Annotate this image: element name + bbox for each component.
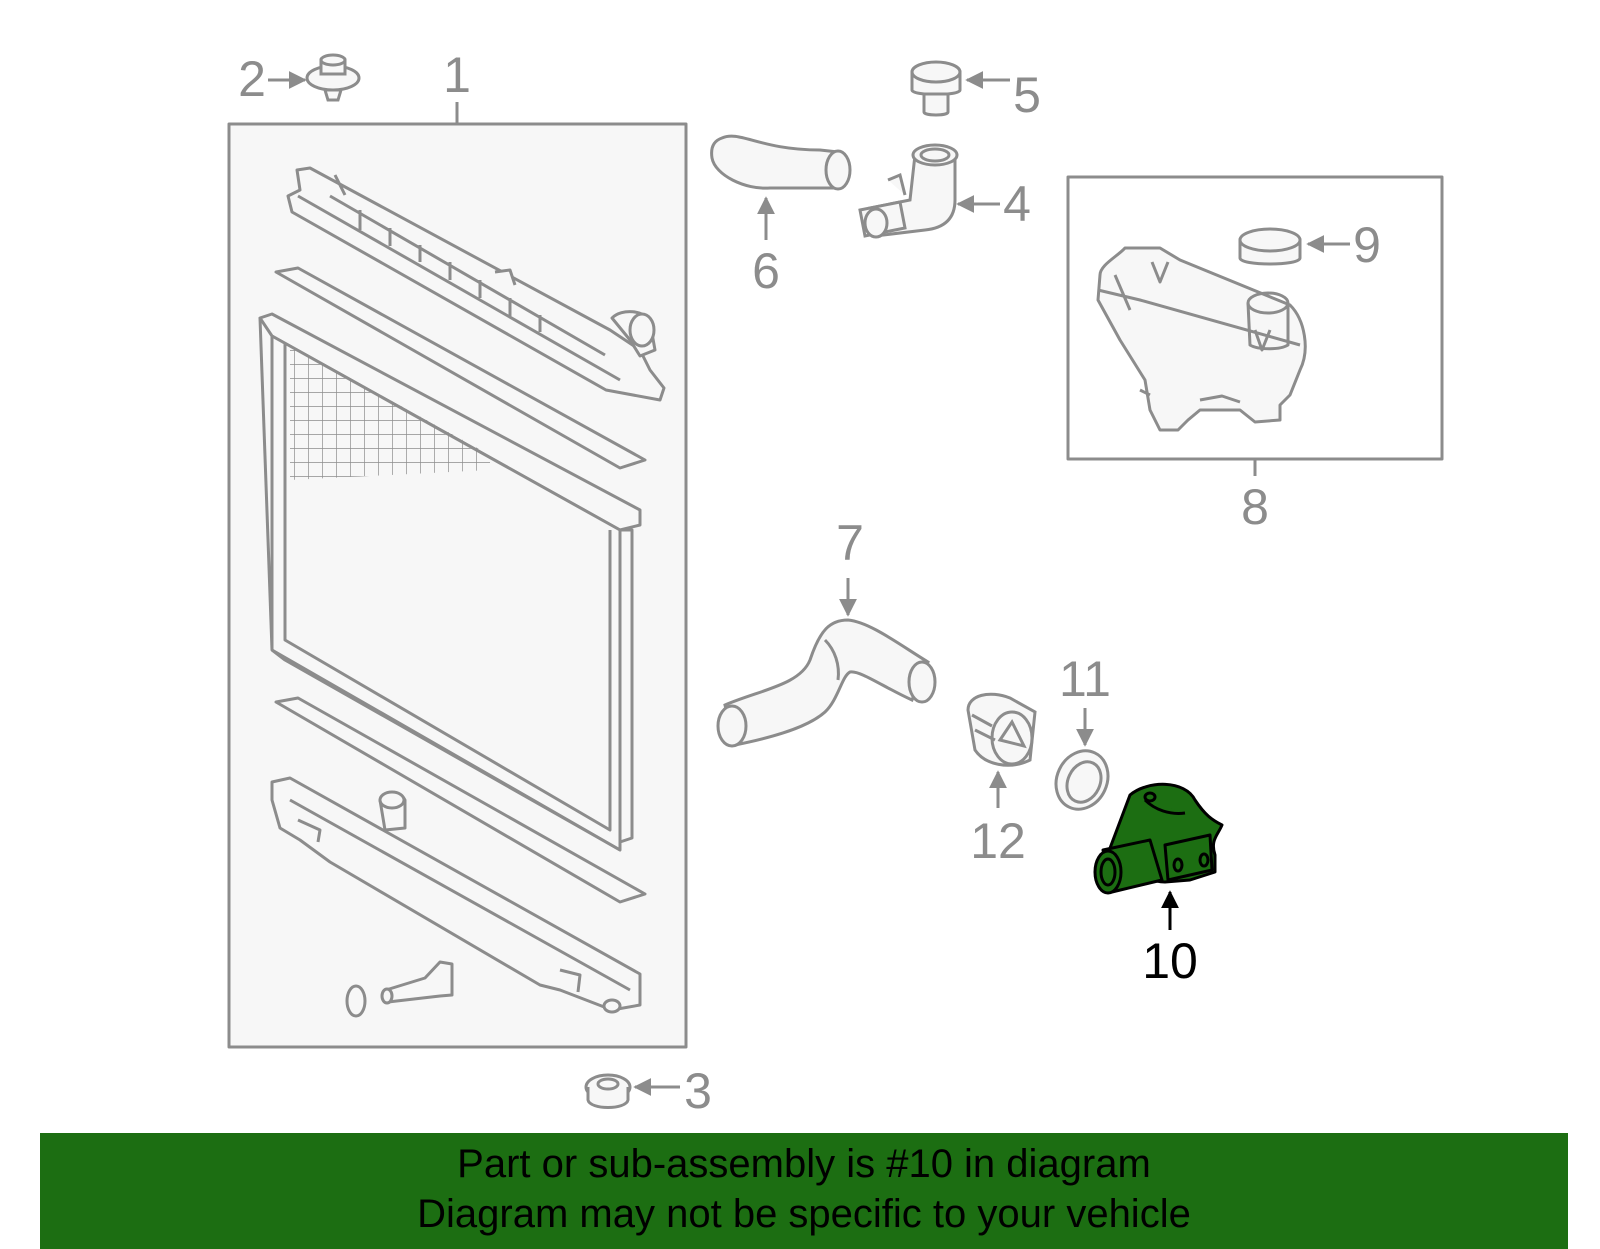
callout-3: 3 [684,1063,712,1119]
part-4-pipe [858,143,959,239]
part-9-reservoir-cap [1238,227,1302,266]
banner-line-1: Part or sub-assembly is #10 in diagram [457,1142,1151,1186]
part-2-clip [305,53,361,102]
part-10-water-outlet-housing [1093,782,1224,895]
callout-6: 6 [752,243,780,299]
drain-plug [345,960,454,1018]
banner-line-2: Diagram may not be specific to your vehi… [417,1192,1191,1236]
callout-1: 1 [443,47,471,103]
callout-8: 8 [1241,479,1269,535]
callout-7: 7 [836,515,864,571]
upper-tank [286,166,666,402]
callout-12: 12 [970,813,1026,869]
callout-4: 4 [1003,176,1031,232]
part-11-gasket [1054,749,1110,811]
callout-labels: 1 2 3 4 5 6 7 8 9 10 11 12 [238,47,1381,1119]
part-8-reservoir-assembly [1066,175,1444,461]
part-7-hose [716,618,937,748]
callout-2: 2 [238,51,266,107]
radiator-assembly [227,122,688,1049]
part-12-thermostat [966,692,1037,767]
upper-seal-strip [274,266,647,470]
callout-11: 11 [1059,651,1111,707]
callout-5: 5 [1013,67,1041,123]
info-banner: Part or sub-assembly is #10 in diagram D… [40,1133,1568,1249]
radiator-core [258,312,642,852]
leader-lines [268,71,1350,1096]
part-6-hose [710,134,852,191]
part-5-cap [910,60,962,117]
part-3-cushion [584,1073,632,1109]
lower-tank [270,776,642,1014]
lower-seal-strip [274,696,647,904]
callout-9: 9 [1353,217,1381,273]
callout-10: 10 [1142,933,1198,989]
